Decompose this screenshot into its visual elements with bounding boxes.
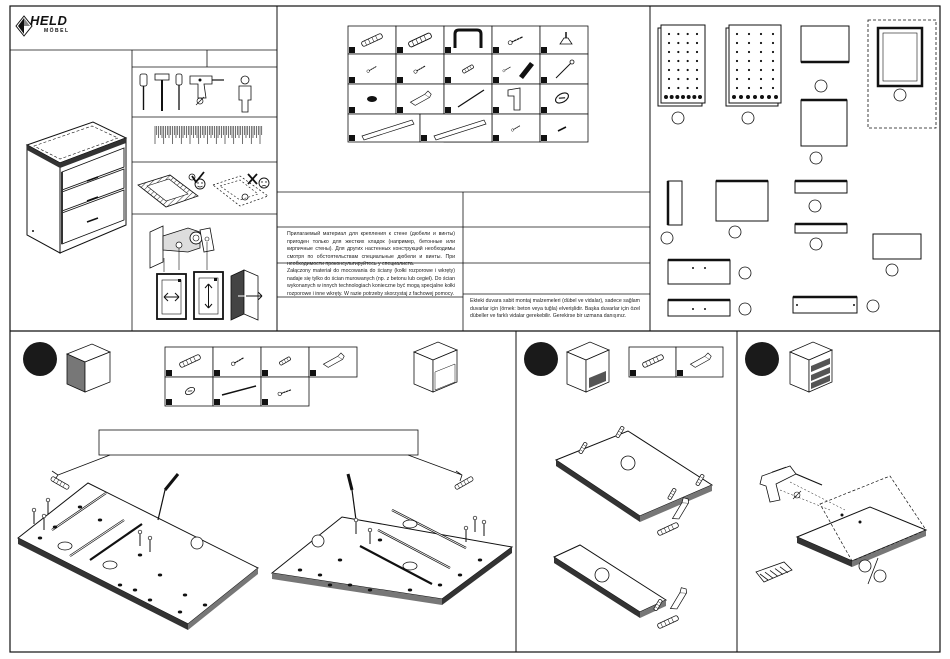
hinge-adjust-height-icon — [193, 271, 224, 320]
hinge-icon — [149, 225, 215, 272]
wall-fixing-note-ru: Прилагаемый материал для крепления к сте… — [287, 231, 455, 268]
step-1 — [17, 341, 514, 630]
wall-fixing-note-tr: Ekteki duvara sabit montaj malzemeleri (… — [470, 298, 640, 320]
hinge-adjust-depth-icon — [230, 269, 263, 321]
step-1-marker — [23, 342, 57, 376]
hammer-icon — [154, 73, 170, 111]
step-2 — [524, 341, 724, 630]
held-logo-icon — [15, 15, 33, 37]
panel-list — [657, 19, 937, 317]
brand-name: HELD — [30, 13, 68, 28]
smiley-sad-icon — [247, 173, 270, 189]
hinge-adjust-sideways-icon — [156, 273, 187, 320]
drill-size-icon — [195, 96, 205, 106]
hardware-table — [347, 25, 589, 143]
wall-mount-wrong-drawing — [212, 175, 269, 207]
smiley-happy-icon — [191, 171, 206, 190]
ruler-icon — [154, 126, 263, 144]
person-icon — [238, 75, 252, 113]
wall-mount-correct-drawing — [137, 173, 199, 208]
wall-fixing-note-pl: Załączony materiał do mocowania do ścian… — [287, 268, 455, 297]
brand-subtitle: MÖBEL — [44, 28, 70, 34]
step-2-marker — [524, 342, 558, 376]
screwdriver-icon — [175, 73, 183, 110]
cabinet-overview-drawing — [25, 121, 128, 254]
drill-icon — [189, 75, 224, 99]
screwdriver-icon — [139, 73, 148, 110]
step-3-marker — [745, 342, 779, 376]
step-3 — [745, 341, 928, 585]
